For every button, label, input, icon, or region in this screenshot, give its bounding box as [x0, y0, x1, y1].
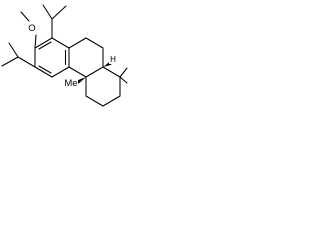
label-c4a-methyl: Me — [64, 77, 78, 89]
bond-c8-methyl-b — [119, 76, 128, 84]
bond-c6-c7 — [102, 95, 121, 107]
bond-c8-c8a — [102, 66, 121, 78]
chemical-structure-diagram: O Me H — [1, 4, 128, 107]
c4a-methyl-label: Me — [64, 78, 77, 89]
bond-o-methyl — [20, 11, 30, 22]
bond-c3-c4 — [34, 66, 53, 78]
bond-ch-methyl-right — [51, 5, 67, 20]
label-oxygen-bg — [27, 21, 37, 34]
double-bond-c1-c2-inner — [38, 41, 52, 50]
isopropyl-group-left — [1, 42, 36, 68]
bond-c8b-c1 — [51, 37, 70, 49]
aromatic-ring — [34, 37, 70, 78]
bond-c8a-c4a — [85, 66, 104, 78]
bond-c4a-c4b — [68, 66, 87, 78]
bond-c9-c10 — [85, 37, 104, 49]
label-c4a-methyl-bg — [64, 77, 78, 88]
wedge-bond-c4a-methyl — [77, 77, 86, 84]
bond-ch-methyl-left — [42, 4, 53, 20]
methoxy-group — [20, 11, 37, 49]
bond-c8b-c9 — [68, 37, 87, 49]
label-oxygen: O — [27, 21, 37, 34]
label-h: H — [109, 54, 117, 64]
bond-c5-c6 — [85, 95, 104, 107]
middle-ring — [68, 37, 104, 78]
bond-c4-c4b — [51, 66, 70, 78]
h-label: H — [110, 55, 116, 64]
double-bond-c3-c4-inner — [38, 65, 52, 74]
bond-c8-methyl-a — [119, 67, 128, 78]
stereo-methyl-c4a — [77, 77, 86, 84]
bond-c3-ch — [17, 56, 36, 68]
oxygen-label: O — [28, 23, 35, 34]
label-h-bg — [109, 54, 117, 64]
bond-c2-o — [34, 34, 37, 49]
bond-ch-methyl-up — [8, 42, 19, 58]
bond-ch-methyl-down — [1, 56, 19, 67]
bond-c1-c2 — [34, 37, 53, 49]
saturated-ring — [85, 66, 121, 107]
isopropyl-group-top — [42, 4, 67, 39]
gem-dimethyl-group — [119, 67, 128, 84]
